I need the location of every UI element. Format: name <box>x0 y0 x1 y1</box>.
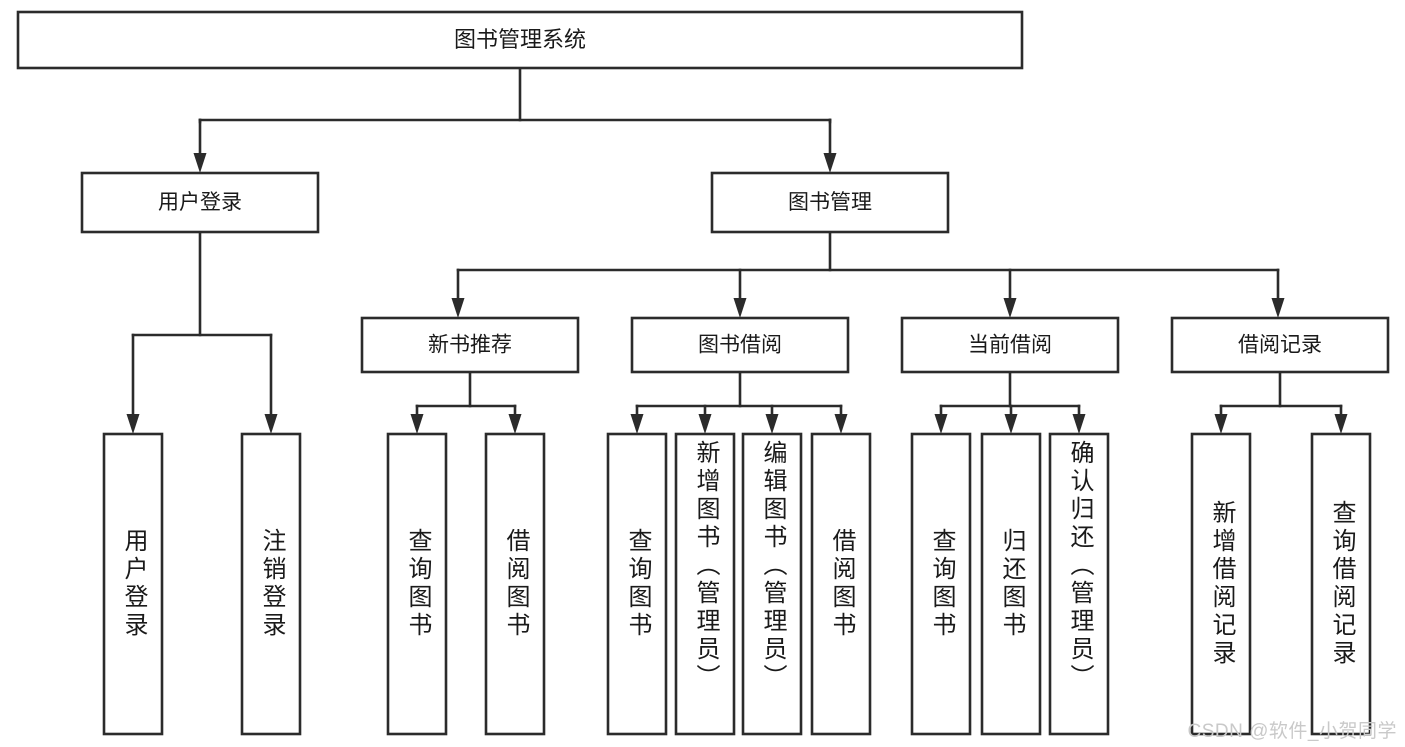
manage-to-level2-0-head <box>451 298 465 318</box>
node-box-leaf-12 <box>1310 432 1372 736</box>
node-box-level2-3 <box>1170 316 1390 374</box>
group-0-to-leaf-0-head <box>410 414 424 434</box>
node-label-level2-1: 图书借阅 <box>698 334 782 357</box>
root-to-level1-1-head <box>823 153 837 173</box>
node-box-leaf-7 <box>810 432 872 736</box>
manage-to-level2-2-head <box>1003 298 1017 318</box>
node-box-leaf-1 <box>240 432 302 736</box>
node-box-level1-0 <box>80 171 320 234</box>
node-box-leaf-5 <box>674 432 736 736</box>
node-box-leaf-6 <box>741 432 803 736</box>
node-box-level2-1 <box>630 316 850 374</box>
watermark-text: CSDN @软件_小贺同学 <box>1187 721 1397 742</box>
node-box-leaf-9 <box>980 432 1042 736</box>
connectors-layer <box>126 66 1348 434</box>
group-3-to-leaf-0-head <box>1214 414 1228 434</box>
node-box-level1-1 <box>710 171 950 234</box>
node-box-root <box>16 10 1024 70</box>
node-label-level1-1: 图书管理 <box>788 191 872 214</box>
group-1-to-leaf-1-head <box>698 414 712 434</box>
root-to-level1-0-head <box>193 153 207 173</box>
node-box-leaf-2 <box>386 432 448 736</box>
group-2-to-leaf-2-head <box>1072 414 1086 434</box>
node-box-leaf-4 <box>606 432 668 736</box>
login-to-leaf-1-head <box>264 414 278 434</box>
group-1-to-leaf-2-head <box>765 414 779 434</box>
group-0-to-leaf-1-head <box>508 414 522 434</box>
node-label-level2-2: 当前借阅 <box>968 334 1052 357</box>
group-2-to-leaf-0-head <box>934 414 948 434</box>
manage-to-level2-3-head <box>1271 298 1285 318</box>
node-box-leaf-10 <box>1048 432 1110 736</box>
node-label-level2-3: 借阅记录 <box>1238 334 1322 357</box>
node-label-level2-0: 新书推荐 <box>428 334 512 357</box>
manage-to-level2-1-head <box>733 298 747 318</box>
group-1-to-leaf-0-head <box>630 414 644 434</box>
node-box-level2-2 <box>900 316 1120 374</box>
node-box-leaf-8 <box>910 432 972 736</box>
group-1-to-leaf-3-head <box>834 414 848 434</box>
node-box-leaf-11 <box>1190 432 1252 736</box>
group-3-to-leaf-1-head <box>1334 414 1348 434</box>
group-2-to-leaf-1-head <box>1004 414 1018 434</box>
login-to-leaf-0-head <box>126 414 140 434</box>
node-box-leaf-3 <box>484 432 546 736</box>
boxes-layer <box>16 10 1390 736</box>
node-label-level1-0: 用户登录 <box>158 191 242 214</box>
node-box-leaf-0 <box>102 432 164 736</box>
node-box-level2-0 <box>360 316 580 374</box>
node-label-root: 图书管理系统 <box>454 27 586 52</box>
